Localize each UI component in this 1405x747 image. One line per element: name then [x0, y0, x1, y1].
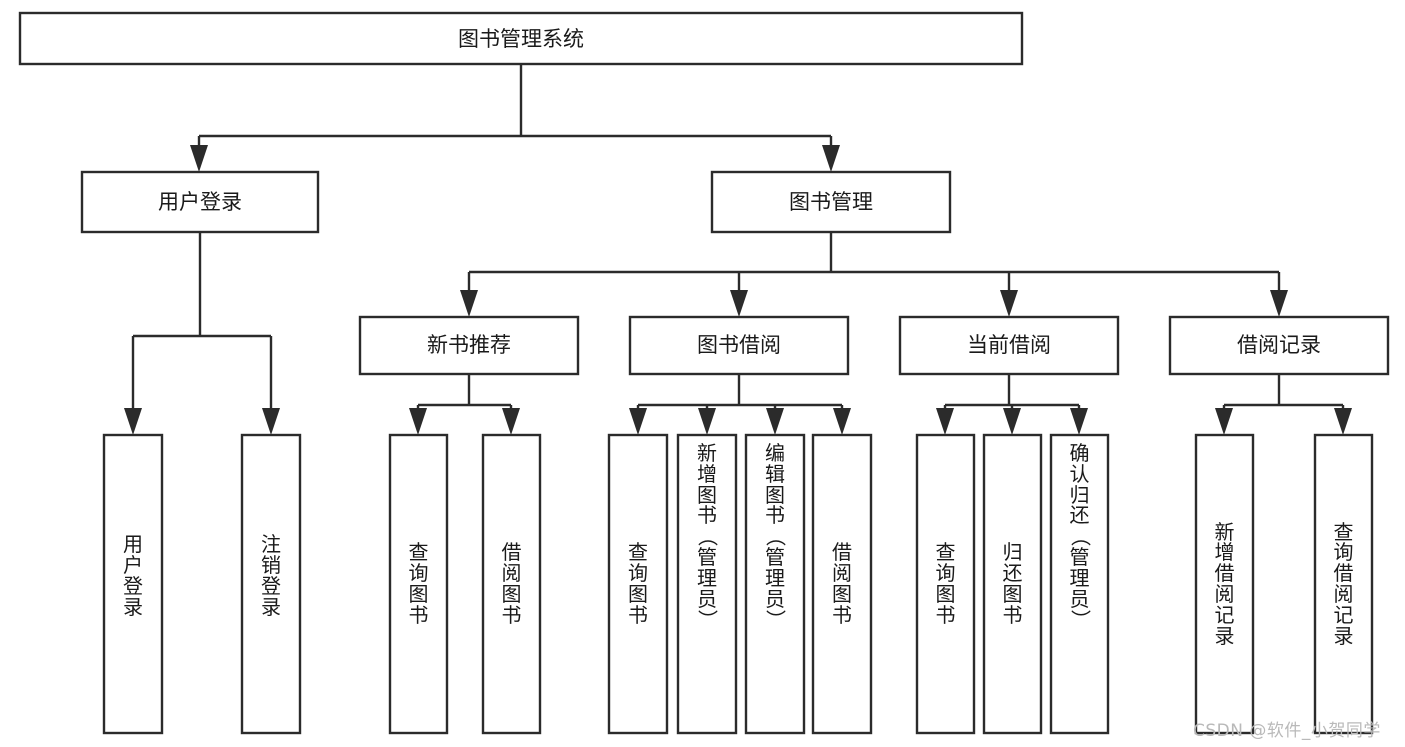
book-management-box-rect — [710, 170, 952, 234]
arrow-bookborrow-leaf4-icon — [833, 408, 851, 435]
arrow-currentborrow-leaf3-icon — [1070, 408, 1088, 435]
leaf-box-current-borrow-2[interactable] — [982, 433, 1043, 735]
arrow-bookborrow-leaf1-icon — [629, 408, 647, 435]
book-borrow-box-rect — [628, 315, 850, 376]
leaf-box-book-borrow-3[interactable] — [744, 433, 806, 735]
leaf-box-new-book-1[interactable] — [388, 433, 449, 735]
root-box-rect — [18, 11, 1024, 66]
arrow-borrowrecord-leaf1-icon — [1215, 408, 1233, 435]
root-label: 图书管理系统 — [458, 27, 584, 51]
arrow-borrowrecord-leaf2-icon — [1334, 408, 1352, 435]
arrow-currentborrow-leaf2-icon — [1003, 408, 1021, 435]
leaf-box-current-borrow-3[interactable] — [1049, 433, 1110, 735]
csdn-watermark: CSDN @软件_小贺同学 — [1193, 721, 1381, 741]
borrow-record-box-rect — [1168, 315, 1390, 376]
node-user-login[interactable]: 用户登录 — [80, 170, 320, 234]
arrow-bookborrow-leaf2-icon — [698, 408, 716, 435]
leaf-box-book-borrow-4[interactable] — [811, 433, 873, 735]
user-login-label: 用户登录 — [158, 190, 242, 214]
current-borrow-box-rect — [898, 315, 1120, 376]
leaf-box-current-borrow-1[interactable] — [915, 433, 976, 735]
current-borrow-label: 当前借阅 — [967, 333, 1051, 357]
leaf-box-book-borrow-1[interactable] — [607, 433, 669, 735]
node-book-management[interactable]: 图书管理 — [710, 170, 952, 234]
node-book-borrow[interactable]: 图书借阅 — [628, 315, 850, 376]
arrow-bookmgmt-to-n2-icon — [730, 290, 748, 317]
node-borrow-record[interactable]: 借阅记录 — [1168, 315, 1390, 376]
arrow-bookmgmt-to-n1-icon — [460, 290, 478, 317]
arrow-root-to-bookmgmt-icon — [822, 145, 840, 172]
node-new-book-recommend[interactable]: 新书推荐 — [358, 315, 580, 376]
arrow-root-to-userlogin-icon — [190, 145, 208, 172]
arrow-userlogin-leaf1-icon — [124, 408, 142, 435]
arrow-currentborrow-leaf1-icon — [936, 408, 954, 435]
leaf-box-new-book-2[interactable] — [481, 433, 542, 735]
new-book-recommend-label: 新书推荐 — [427, 333, 511, 357]
arrow-newbook-leaf1-icon — [409, 408, 427, 435]
arrow-bookmgmt-to-n3-icon — [1000, 290, 1018, 317]
arrow-userlogin-leaf2-icon — [262, 408, 280, 435]
new-book-recommend-box-rect — [358, 315, 580, 376]
leaf-box-borrow-record-1[interactable] — [1194, 433, 1255, 735]
book-management-label: 图书管理 — [789, 190, 873, 214]
borrow-record-label: 借阅记录 — [1237, 333, 1321, 357]
leaf-box-user-login-2[interactable] — [240, 433, 302, 735]
node-root[interactable]: 图书管理系统 — [18, 11, 1024, 66]
arrow-bookborrow-leaf3-icon — [766, 408, 784, 435]
leaf-box-borrow-record-2[interactable] — [1313, 433, 1374, 735]
leaf-box-user-login-1[interactable] — [102, 433, 164, 735]
arrow-bookmgmt-to-n4-icon — [1270, 290, 1288, 317]
book-borrow-label: 图书借阅 — [697, 333, 781, 357]
arrow-newbook-leaf2-icon — [502, 408, 520, 435]
leaf-box-book-borrow-2[interactable] — [676, 433, 738, 735]
node-current-borrow[interactable]: 当前借阅 — [898, 315, 1120, 376]
